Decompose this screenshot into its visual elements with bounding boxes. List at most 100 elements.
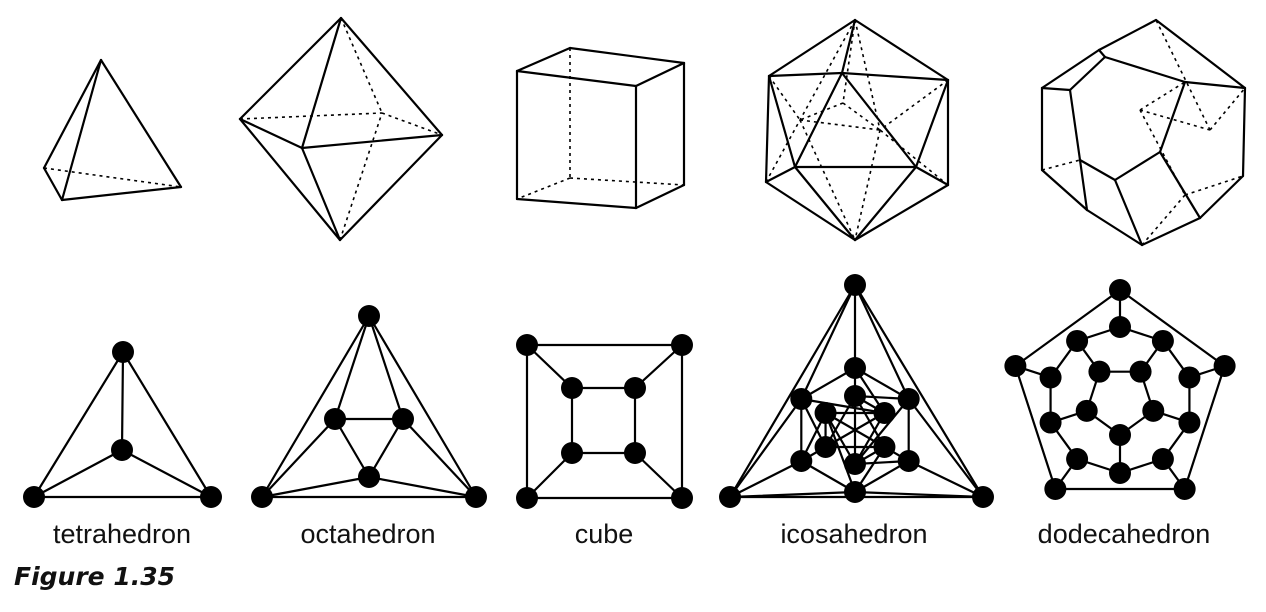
visible-edge [853,165,918,242]
graph-edge [121,350,213,499]
hidden-edge [879,129,949,186]
graph-vertex [1178,411,1201,434]
graph-edge [32,448,124,499]
graph-edge [800,283,857,401]
graph-edge [728,490,857,499]
visible-edge [1158,80,1187,154]
visible-edge [767,71,844,78]
visible-edge [1078,158,1089,212]
hidden-edge [879,79,949,131]
graph-vertex [23,486,45,508]
hidden-edge [1184,175,1244,196]
graph-vertex [873,402,896,424]
graph-edge [333,417,371,479]
visible-edge [238,117,304,150]
visible-edge [238,117,342,242]
visible-edge [300,133,444,150]
hidden-edge [339,112,383,241]
graph-vertex [111,439,133,461]
graph-edge [853,283,910,401]
visible-edge [1078,158,1117,182]
graph-vertex [1151,448,1174,471]
graph-edge [1183,364,1226,491]
graph-vertex [1109,462,1131,484]
graph-vertex [392,408,414,430]
visible-edge [1085,208,1144,247]
graph-cube [516,334,693,509]
solid-icosahedron [764,18,950,242]
hidden-edge [1041,159,1081,171]
graph-vertex [1109,279,1131,301]
label-dodecahedron: dodecahedron [1037,519,1211,549]
visible-edge [1113,150,1162,182]
visible-edge [338,133,444,242]
graph-icosahedron [719,274,994,508]
visible-edge [60,185,183,202]
graph-tetrahedron [23,341,222,508]
graph-edge [367,314,405,421]
graph-edge [260,314,371,499]
graph-vertex [358,466,380,488]
figure-caption: Figure 1.35 [14,562,176,591]
graph-vertex [671,487,693,509]
graph-edge [120,350,125,452]
visible-edge [764,165,797,184]
graph-vertex [1109,424,1131,446]
graph-edge [401,417,478,499]
visible-edge [914,165,950,187]
graph-vertex [873,436,896,458]
visible-edge [840,71,950,82]
graph-vertex [844,357,866,379]
solid-cube [515,46,686,210]
graph-edge [367,417,405,479]
visible-edge [767,74,797,169]
graph-vertex [790,388,813,410]
graph-edge [853,490,985,499]
graph-vertex [719,486,741,508]
visible-edge [1198,174,1245,220]
graph-edge [367,314,478,499]
label-octahedron: octahedron [300,519,436,549]
visible-edge [99,58,183,189]
graph-vertex [1039,366,1062,389]
visible-edge [1040,86,1072,92]
graph-vertex [1129,360,1152,383]
visible-edge [840,18,857,75]
graph-dodecahedron [1004,279,1236,500]
visible-edge [1097,18,1158,52]
hidden-edge [1141,194,1186,246]
graph-edge [333,314,371,421]
graph-edge [853,397,910,466]
visible-edge [853,18,950,82]
graph-vertex [1109,316,1131,338]
graph-edge [728,397,803,499]
graph-vertex [1039,411,1062,434]
hidden-edge [1139,109,1186,196]
graph-vertex [1066,448,1089,471]
hidden-edge [768,75,801,121]
graph-vertex [1151,329,1174,352]
visible-edge [300,146,342,242]
visible-edge [300,16,343,150]
graph-edge [1014,288,1122,368]
graph-vertex [358,305,380,327]
visible-edge [853,183,950,242]
visible-edge [1241,86,1247,178]
visible-edge [568,46,686,65]
graph-edge [120,448,213,499]
visible-edge [634,61,686,88]
graph-vertex [1142,399,1165,422]
graph-vertex [516,334,538,356]
graph-vertex [516,487,538,509]
graph-edge [1118,288,1226,368]
hidden-edge [516,177,571,200]
graph-edge [907,459,985,499]
visible-edge [60,58,103,202]
graph-edge [728,283,857,499]
graph-edge [32,350,125,499]
hidden-edge [765,119,801,183]
visible-edge [238,16,343,121]
graph-vertex [1088,360,1111,383]
graph-edge [800,397,886,415]
